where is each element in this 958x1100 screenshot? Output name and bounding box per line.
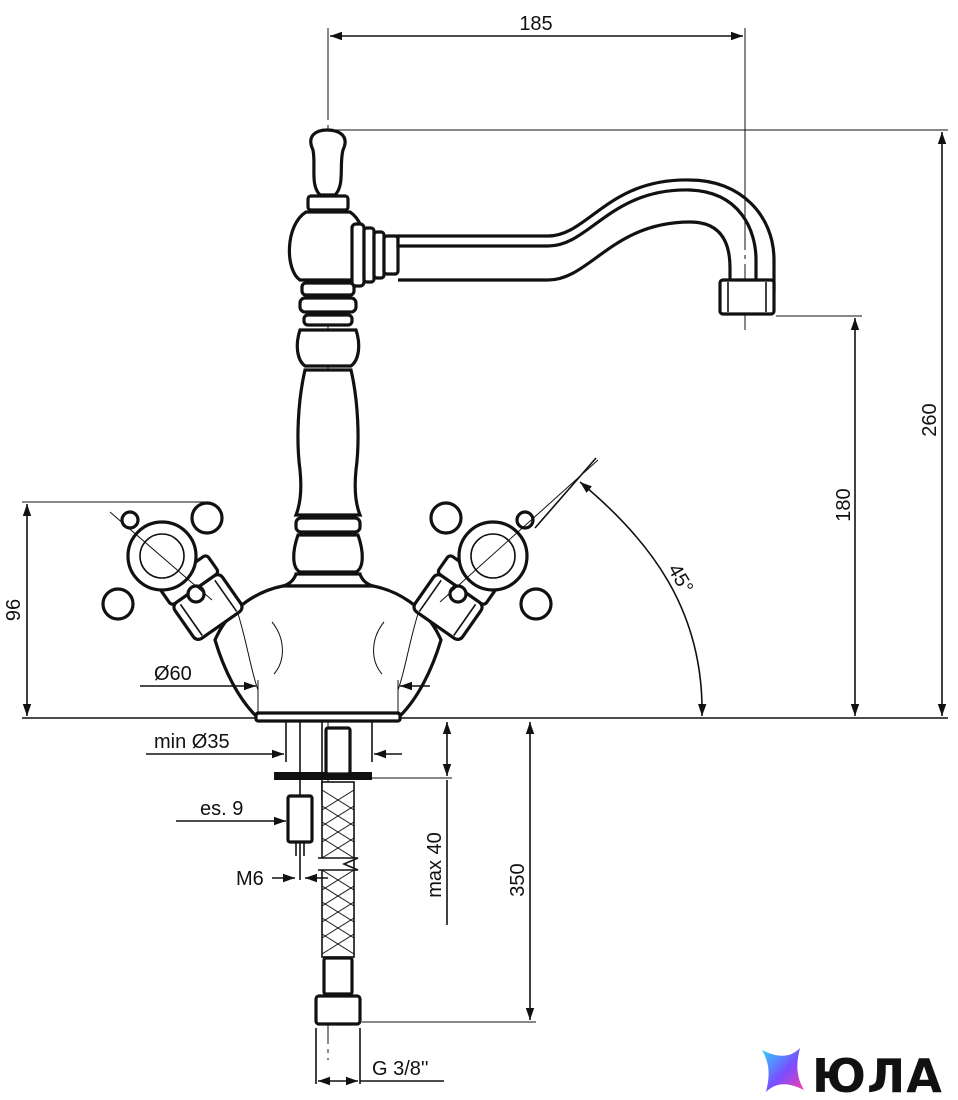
dim-spout-reach: 185: [327, 13, 746, 240]
dim-deck-thickness: max 40: [372, 722, 452, 925]
brand-name: ЮЛА: [812, 1049, 943, 1100]
dim-m6-label: M6: [236, 868, 264, 890]
dim-hole-diameter: min Ø35: [146, 731, 402, 759]
dim-350-label: 350: [507, 863, 529, 896]
dim-max40-label: max 40: [424, 832, 446, 898]
under-deck-assembly: [274, 722, 373, 1084]
dim-handle-angle: 45°: [534, 457, 707, 717]
right-handle-cross: [429, 459, 599, 621]
dim-45-label: 45°: [663, 560, 697, 597]
brand-logo-icon: [762, 1048, 804, 1092]
dim-hose-thread: G 3/8'': [318, 1058, 444, 1086]
dim-stud-thread: M6: [236, 868, 328, 890]
faucet-body: [213, 128, 776, 723]
dim-hose-length: 350: [362, 722, 536, 1023]
dim-handle-height: 96: [3, 501, 205, 716]
dim-d60-label: Ø60: [154, 663, 192, 685]
left-handle-cross: [101, 501, 224, 621]
dim-185-label: 185: [519, 13, 552, 35]
dim-min-d35-label: min Ø35: [154, 731, 230, 753]
dim-base-diameter: Ø60: [140, 663, 430, 715]
dim-total-height: 260: [335, 129, 948, 716]
dim-96-label: 96: [3, 599, 25, 621]
dim-g38-label: G 3/8'': [372, 1058, 429, 1080]
dim-es9-label: es. 9: [200, 798, 243, 820]
brand-watermark: ЮЛА: [762, 1048, 943, 1100]
dim-260-label: 260: [919, 403, 941, 436]
dim-spout-height: 180: [776, 315, 862, 716]
dim-wrench-size: es. 9: [176, 798, 286, 826]
braided-hose: [318, 781, 359, 958]
dim-180-label: 180: [833, 488, 855, 521]
